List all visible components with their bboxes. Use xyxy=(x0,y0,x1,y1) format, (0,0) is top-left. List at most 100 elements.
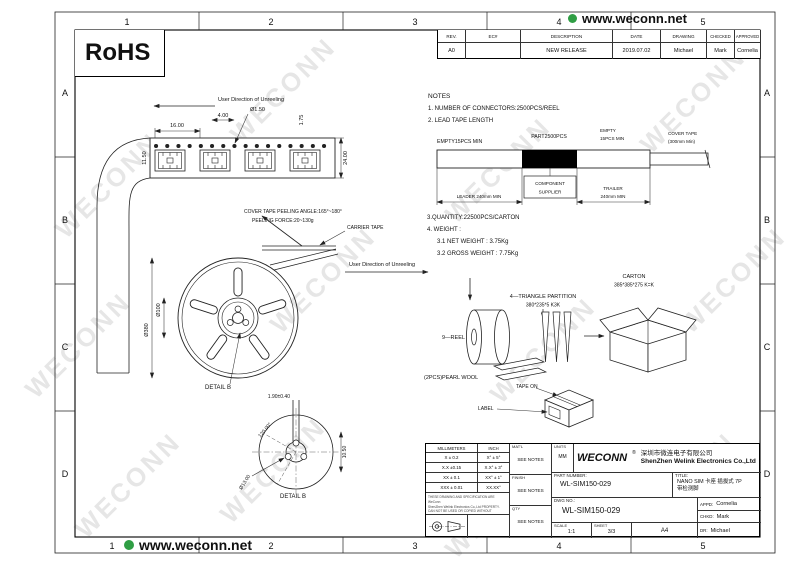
tol-cell: XXX ± 0.01 xyxy=(426,483,478,493)
chkd-value: Mark xyxy=(716,513,730,520)
zone-row: B xyxy=(62,215,68,225)
qty-value: SEE NOTES xyxy=(517,518,544,524)
rohs-label: RoHS xyxy=(85,39,151,66)
rev-cell-checked: Mark xyxy=(707,43,735,59)
revision-table: REV. EC# DESCRIPTION DATE DRAWING CHECKE… xyxy=(437,30,761,59)
dim-pocket: 11.50 xyxy=(142,151,148,164)
dr-cell: DR: Michael xyxy=(698,523,761,538)
projection-symbol-cell xyxy=(426,515,468,538)
dim-width: 24.00 xyxy=(343,151,349,165)
zone-col: 4 xyxy=(556,541,561,551)
matl-label: MAT'L xyxy=(512,444,524,449)
rev-header: EC# xyxy=(466,30,521,43)
dim-pitch: 16.00 xyxy=(170,123,184,129)
tol-cell: XX.XX° xyxy=(478,483,510,493)
zone-col: 5 xyxy=(700,17,705,27)
third-angle-projection-icon xyxy=(429,521,465,532)
dim-hole-dia: Ø1.50 xyxy=(250,107,265,113)
brand-dot-icon xyxy=(124,540,134,550)
tol-cell: X.X° ± 3° xyxy=(478,463,510,473)
rev-cell-approved: Cornelia xyxy=(735,43,761,59)
sheet-cell: SHEET 3/3 xyxy=(592,523,632,538)
appd-cell: APPD: Cornelia xyxy=(698,498,761,511)
zone-row: C xyxy=(764,342,771,352)
website-url[interactable]: www.weconn.net xyxy=(582,11,687,26)
dwg-no-value: WL-SIM150-029 xyxy=(562,505,621,515)
peel-force-label: PEELING FORCE:20~130g xyxy=(252,218,314,224)
unreel-direction-label-2: User Direction of Unreeling xyxy=(349,262,415,268)
carrier-tape-diagram: User Direction of Unreeling 16.00 4.00 Ø… xyxy=(96,97,349,374)
dim-hole-pitch: 4.00 xyxy=(218,113,229,119)
pearl-wool-label: (2PCS)PEARL WOOL xyxy=(424,375,478,381)
empty-right-label-2: 15PCS MIN xyxy=(600,136,624,141)
dim-1-90: 1.90±0.40 xyxy=(268,394,290,400)
sheet-label: SHEET xyxy=(594,523,608,528)
note-4: 4. WEIGHT : xyxy=(427,227,461,233)
tol-cell: X.X ±0.15 xyxy=(426,463,478,473)
dim-reel-outer: Ø380 xyxy=(144,323,150,336)
finish-cell: FINISH SEE NOTES xyxy=(510,475,552,506)
matl-cell: MAT'L SEE NOTES xyxy=(510,444,552,475)
carrier-tape-label: CARRIER TAPE xyxy=(347,225,384,231)
note-1: 1. NUMBER OF CONNECTORS:2500PCS/REEL xyxy=(428,106,560,112)
legal-line: ShenZhen Welink Electronics Co.,Ltd PROP… xyxy=(428,504,500,509)
zone-row: C xyxy=(62,342,69,352)
drawing-title-line1: NANO SIM 卡座 插拔式 7P xyxy=(677,478,742,485)
component-label-2: SUPPLIER xyxy=(539,190,562,195)
website-url[interactable]: www.weconn.net xyxy=(139,537,253,553)
cover-tape-label-1: COVER TAPE xyxy=(668,131,697,136)
rev-cell-rev: A0 xyxy=(438,43,466,59)
part-number-value: WL-SIM150-029 xyxy=(560,480,611,488)
tol-cell: X ± 0.2 xyxy=(426,453,478,463)
reel-diagram: DETAIL B Ø380 Ø100 xyxy=(144,257,299,391)
website-bottom[interactable]: www.weconn.net xyxy=(124,537,252,553)
peeling-detail: COVER TAPE PEELING ANGLE:165°~180° PEELI… xyxy=(244,209,429,275)
component-label-1: COMPONENT xyxy=(535,181,565,186)
legal-notice: THESE DRAWING AND SPECIFICATION ARE WeCo… xyxy=(426,493,510,515)
chkd-label: CHKD: xyxy=(700,514,714,519)
reel-count-label: 9—REEL xyxy=(442,335,465,341)
partition-label-2: 380*235*5 K3K xyxy=(526,303,561,309)
dim-edge: 1.75 xyxy=(299,115,305,126)
detail-b-pointer-label: DETAIL B xyxy=(205,385,231,391)
sheet-value: 3/3 xyxy=(607,528,616,535)
rev-header: APPROVED xyxy=(735,30,761,43)
zone-row: D xyxy=(62,469,69,479)
zone-col: 1 xyxy=(109,541,114,551)
brand-dot-icon xyxy=(568,14,577,23)
chkd-cell: CHKD: Mark xyxy=(698,511,761,523)
tol-header-inch: INCH xyxy=(478,444,510,453)
trailer-label-1: TRAILER xyxy=(603,186,623,191)
title-cell: TITLE: NANO SIM 卡座 插拔式 7P 带检测脚 xyxy=(673,473,761,498)
rev-cell-drawing: Michael xyxy=(661,43,707,59)
dwg-no-label: DWG NO.: xyxy=(554,498,575,503)
zone-col: 2 xyxy=(268,17,273,27)
part-label: PART2500PCS xyxy=(531,134,567,140)
peel-angle-label: COVER TAPE PEELING ANGLE:165°~180° xyxy=(244,209,342,215)
zone-labels: 1 2 3 4 5 1 2 3 4 5 A B C D A B C D xyxy=(62,17,771,551)
note-4-2: 3.2 GROSS WEIGHT : 7.75Kg xyxy=(437,251,518,257)
company-name-cn: 深圳市微连电子有限公司 xyxy=(640,449,713,457)
scale-value: 1:1 xyxy=(567,528,576,535)
company-cell: WECONN ® 深圳市微连电子有限公司 ShenZhen Welink Ele… xyxy=(574,444,761,473)
carton-packing-diagram: CARTON 385*385*275 K=K 4—TRIANGLE PARTIT… xyxy=(424,274,697,428)
tol-cell: XX° ± 1° xyxy=(478,473,510,483)
rohs-mark: RoHS xyxy=(75,30,165,77)
empty-right-label-1: EMPTY xyxy=(600,128,616,133)
zone-col: 1 xyxy=(124,17,129,27)
dr-label: DR: xyxy=(700,528,708,533)
zone-row: A xyxy=(764,88,770,98)
rev-cell-description: NEW RELEASE xyxy=(521,43,613,59)
notes-title: NOTES xyxy=(428,93,451,100)
finish-value: SEE NOTES xyxy=(517,487,544,493)
legal-line: CAN NOT BE USED OR COPIED WITHOUT PERMIS… xyxy=(428,509,492,514)
unreel-direction-label: User Direction of Unreeling xyxy=(218,97,284,103)
website-top[interactable]: www.weconn.net xyxy=(568,11,687,26)
tol-header-mm: MILLIMETERS xyxy=(426,444,478,453)
lead-tape-diagram: EMPTY15PCS MIN PART2500PCS EMPTY 15PCS M… xyxy=(436,128,711,205)
dr-value: Michael xyxy=(710,527,730,534)
company-logo: WECONN xyxy=(577,452,628,464)
units-label: UNITS xyxy=(554,444,566,449)
dim-10-50: 10.50 xyxy=(342,446,348,459)
dim-angle: 120.00° xyxy=(257,422,273,439)
